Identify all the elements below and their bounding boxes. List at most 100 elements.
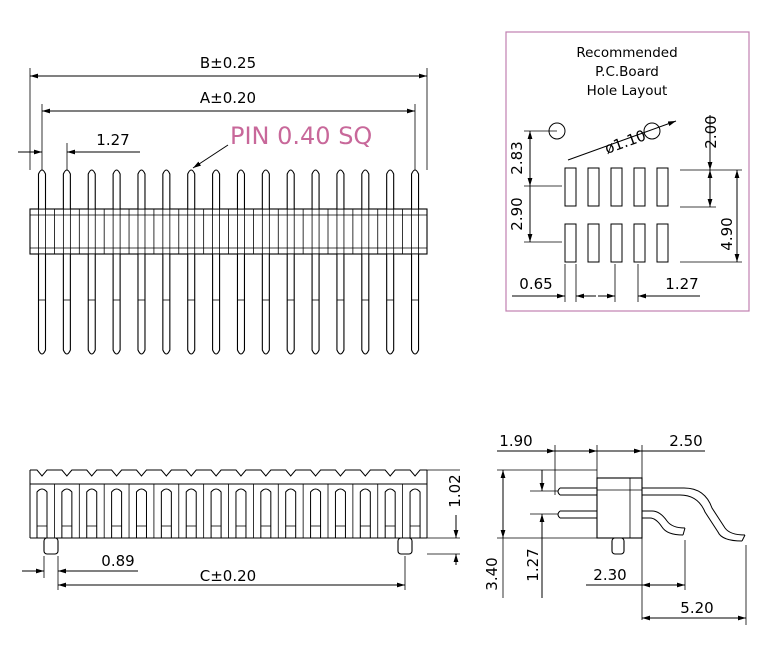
- pin-lower: [112, 254, 121, 355]
- pcb-pad: [610, 167, 623, 207]
- pin-body-section: [411, 208, 419, 255]
- pin-lower: [37, 254, 47, 355]
- pin-body-section: [286, 208, 295, 255]
- dim-c-label: C±0.20: [200, 567, 256, 585]
- side-housing: [596, 477, 643, 539]
- pin-upper: [212, 169, 221, 209]
- pin-upper: [311, 169, 320, 209]
- front-slot: [235, 488, 247, 538]
- pin-body-section: [336, 208, 345, 255]
- dim-200-label: 2.00: [702, 115, 720, 148]
- pcb-pad: [656, 167, 669, 207]
- pin-lower: [212, 254, 221, 355]
- front-slot: [285, 488, 297, 538]
- pin-lower: [87, 254, 96, 355]
- pcb-layout-panel: Recommended P.C.Board Hole Layout ø1.10 …: [505, 31, 750, 312]
- side-pin-lower-tail: [642, 510, 686, 536]
- pin-upper: [336, 169, 345, 209]
- front-body-top: [30, 469, 427, 477]
- dim-127-label: 1.27: [665, 275, 698, 293]
- pin-body-section: [62, 208, 71, 255]
- pin-lower: [286, 254, 295, 355]
- pin-upper: [87, 169, 96, 209]
- pin-row: [37, 169, 420, 355]
- pcb-pad: [587, 167, 600, 207]
- pin-upper: [286, 169, 295, 209]
- pcb-pad: [656, 223, 669, 263]
- body-dividers: [54, 209, 404, 254]
- front-slot: [61, 488, 73, 538]
- pin-body-section: [261, 208, 270, 255]
- pin-body-section: [87, 208, 96, 255]
- pin-body-section: [237, 208, 245, 255]
- pin-body-section: [137, 208, 146, 255]
- pin-body-section: [311, 208, 320, 255]
- pin-lower: [137, 254, 146, 355]
- pin-upper: [411, 169, 420, 209]
- post-right: [397, 537, 413, 555]
- hole-dia-label: ø1.10: [602, 126, 648, 157]
- pcb-pad: [564, 167, 577, 207]
- hole-dia-leader: [567, 120, 677, 161]
- front-slot: [334, 488, 346, 538]
- pin-body-section: [162, 208, 171, 255]
- front-slot: [86, 488, 98, 538]
- front-slot: [135, 488, 147, 538]
- front-slot: [310, 488, 322, 538]
- pin-upper: [361, 169, 370, 209]
- pin-body-section: [187, 208, 196, 255]
- pcb-pad: [610, 223, 623, 263]
- dim-102-label: 1.02: [446, 474, 464, 507]
- front-slot: [359, 488, 371, 538]
- pin-lower: [162, 254, 171, 355]
- dim-290-label: 2.90: [508, 197, 526, 230]
- dim-340-label: 3.40: [483, 557, 501, 590]
- pin-body-section: [361, 208, 370, 255]
- pcb-pad: [633, 223, 646, 263]
- pin-body-section: [212, 208, 220, 255]
- pin-upper: [236, 169, 246, 209]
- pad-array: [564, 167, 669, 263]
- front-slot: [384, 488, 396, 538]
- front-slot: [111, 488, 123, 538]
- front-slot: [409, 488, 421, 538]
- pin-lower: [187, 254, 196, 355]
- pin-upper: [261, 169, 270, 209]
- pcb-pad: [633, 167, 646, 207]
- pcb-title-line-2: P.C.Board: [595, 64, 659, 80]
- mounting-hole-right: [643, 122, 661, 140]
- pin-upper: [112, 169, 121, 209]
- side-pin-upper-tail: [642, 487, 746, 542]
- pin-leader: [192, 144, 229, 169]
- pin-lower: [311, 254, 320, 355]
- pin-lower: [361, 254, 370, 355]
- dim-230-label: 2.30: [593, 566, 626, 584]
- pitch-label: 1.27: [96, 131, 129, 149]
- dim-490-label: 4.90: [718, 217, 736, 250]
- pin-lower: [261, 254, 270, 355]
- pcb-pad: [564, 223, 577, 263]
- pin-lower: [336, 254, 345, 355]
- pin-body-section: [112, 208, 121, 255]
- side-pin-lower-front: [557, 510, 597, 519]
- pin-lower: [236, 254, 246, 355]
- pin-body-section: [38, 208, 46, 255]
- front-slots: [36, 484, 421, 538]
- pcb-pad: [587, 223, 600, 263]
- front-slot: [36, 488, 48, 538]
- pin-lower: [62, 254, 71, 355]
- side-pin-upper-front: [557, 487, 597, 496]
- pin-upper: [37, 169, 47, 209]
- pin-body-section: [386, 208, 395, 255]
- front-slot: [185, 488, 197, 538]
- dim-127-side-label: 1.27: [524, 548, 542, 581]
- pcb-title-line-1: Recommended: [576, 45, 677, 61]
- post-left: [43, 537, 59, 555]
- pin-upper: [187, 169, 196, 209]
- pin-upper: [137, 169, 146, 209]
- a-dimension-label: A±0.20: [200, 89, 256, 107]
- dim-520-label: 5.20: [680, 599, 713, 617]
- front-view: 1.02 0.89 C±0.20: [22, 469, 464, 590]
- dim-065-label: 0.65: [519, 275, 552, 293]
